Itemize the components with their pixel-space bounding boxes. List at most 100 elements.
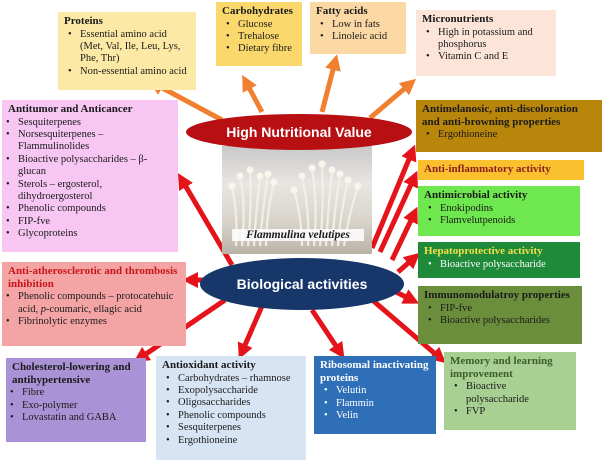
antioxidant-list: Carbohydrates – rhamnose Exopolysacchari… [162,373,301,448]
list-item: Trehalose [226,31,297,44]
proteins-title: Proteins [64,15,103,27]
antitumor-box: Antitumor and Anticancer Sesquiterpenes … [2,100,178,252]
list-item: Bioactive polysaccharide [454,381,571,406]
antioxidant-title: Antioxidant activity [162,359,256,371]
carbohydrates-title: Carbohydrates [222,5,293,17]
memory-box: Memory and learning improvement Bioactiv… [444,352,576,430]
micronutrients-list: High in potassium and phosphorus Vitamin… [422,27,551,65]
arrow-memory [368,296,447,364]
carbohydrates-list: Glucose Trehalose Dietary fibre [222,19,297,57]
proteins-box: Proteins Essential amino acid (Met, Val,… [58,12,196,90]
list-item: Exo-polymer [10,400,141,413]
italic-p: p [40,303,46,315]
list-item: Vitamin C and E [426,51,551,64]
list-item: Glycoproteins [6,228,173,241]
list-item: Glucose [226,19,297,32]
photo-caption: Flammulina velutipes [232,229,364,241]
antimicrobial-list: Enokipodins Flamvelutpenoids [424,203,575,228]
list-item: Enokipodins [428,203,575,216]
arrow-hepatoprotective [396,252,421,274]
list-item: Sesquiterpenes [166,422,301,435]
carbohydrates-box: Carbohydrates Glucose Trehalose Dietary … [216,2,302,66]
list-item: Velin [324,410,431,423]
antitumor-list: Sesquiterpenes Norsesquiterpenes – Flamm… [6,117,173,241]
list-item: Phenolic compounds – protocatehuic acid,… [6,291,181,316]
arrow-fatty-acids [319,54,341,113]
antimicrobial-box: Antimicrobial activity Enokipodins Flamv… [418,186,580,236]
nutritional-value-label: High Nutritional Value [226,124,372,140]
list-item: FIP-fve [6,216,173,229]
list-item: Sterols – ergosterol, dihydroergosterol [6,179,173,204]
ribosomal-box: Ribosomal inactivating proteins Velutin … [314,356,436,434]
list-item: Phenolic compounds [6,203,173,216]
arrow-carbohydrates [242,74,265,114]
memory-title: Memory and learning improvement [450,355,553,380]
nutrition-arrows [147,54,417,123]
list-item: Exopolysaccharide [166,385,301,398]
list-item: Ergothioneine [426,129,597,142]
list-item: Essential amino acid (Met, Val, Ile, Leu… [68,29,191,66]
antimelanosic-list: Ergothioneine [422,129,597,142]
micronutrients-title: Micronutrients [422,13,494,25]
hepatoprotective-box: Hepatoprotective activity Bioactive poly… [418,242,580,278]
immunomodulatory-list: FIP-fve Bioactive polysaccharides [424,303,577,328]
list-item: High in potassium and phosphorus [426,27,551,52]
ribosomal-list: Velutin Flammin Velin [320,385,431,423]
immunomodulatory-title: Immunomodulatroy properties [424,289,570,301]
cholesterol-list: Fibre Exo-polymer Lovastatin and GABA [10,387,141,425]
antitumor-title: Antitumor and Anticancer [8,103,133,115]
arrow-antimicrobial [389,206,418,262]
nutritional-value-ellipse: High Nutritional Value [186,114,412,150]
biological-activities-ellipse: Biological activities [200,258,404,310]
phenolic-prefix: Phenolic compounds – protocatehuic acid, [18,291,174,315]
atherosclerotic-list: Phenolic compounds – protocatehuic acid,… [6,291,181,329]
antimelanosic-title: Antimelanosic, anti-discoloration and an… [422,103,578,128]
hepatoprotective-list: Bioactive polysaccharide [424,259,575,272]
list-item: Bioactive polysaccharides [428,315,577,328]
micronutrients-box: Micronutrients High in potassium and pho… [416,10,556,76]
fatty-acids-title: Fatty acids [316,5,368,17]
list-item: Fibre [10,387,141,400]
memory-list: Bioactive polysaccharide FVP [450,381,571,419]
arrow-proteins [147,80,224,123]
ribosomal-title: Ribosomal inactivating proteins [320,359,429,384]
list-item: Phenolic compounds [166,410,301,423]
phenolic-suffix: -coumaric, ellagic acid [46,303,142,315]
antioxidant-box: Antioxidant activity Carbohydrates – rha… [156,356,306,460]
list-item: FIP-fve [428,303,577,316]
fatty-acids-list: Low in fats Linoleic acid [316,19,401,44]
biological-activities-label: Biological activities [236,276,368,292]
list-item: Ergothioneine [166,435,301,448]
list-item: Flamvelutpenoids [428,215,575,228]
list-item: Bioactive polysaccharide [428,259,575,272]
list-item: Sesquiterpenes [6,117,173,130]
list-item: Fibrinolytic enzymes [6,316,181,329]
cholesterol-title: Cholesterol-lowering and antihypertensiv… [12,361,131,386]
arrow-anti-inflammatory [377,170,418,254]
atherosclerotic-box: Anti-atherosclerotic and thrombosis inhi… [2,262,186,346]
proteins-list: Essential amino acid (Met, Val, Ile, Leu… [64,29,191,79]
list-item: Non-essential amino acid [68,66,191,79]
anti-inflammatory-title: Anti-inflammatory activity [424,163,551,175]
atherosclerotic-title: Anti-atherosclerotic and thrombosis inhi… [8,265,178,290]
list-item: Velutin [324,385,431,398]
arrow-ribosomal [309,308,345,359]
list-item: Dietary fibre [226,43,297,56]
arrow-micronutrients [368,78,417,120]
list-item: Oligosaccharides [166,397,301,410]
list-item: Low in fats [320,19,401,32]
list-item: Lovastatin and GABA [10,412,141,425]
list-item: Norsesquiterpenes – Flammulinolides [6,129,173,154]
arrow-antimelanosic [369,144,417,249]
antimicrobial-title: Antimicrobial activity [424,189,528,201]
arrow-antioxidant [237,305,265,360]
cholesterol-box: Cholesterol-lowering and antihypertensiv… [6,358,146,442]
list-item: Bioactive polysaccharides – β-glucan [6,154,173,179]
immunomodulatory-box: Immunomodulatroy properties FIP-fve Bioa… [418,286,582,344]
list-item: Flammin [324,398,431,411]
list-item: FVP [454,406,571,419]
hepatoprotective-title: Hepatoprotective activity [424,245,543,257]
antimelanosic-box: Antimelanosic, anti-discoloration and an… [416,100,602,152]
fatty-acids-box: Fatty acids Low in fats Linoleic acid [310,2,406,54]
list-item: Carbohydrates – rhamnose [166,373,301,386]
